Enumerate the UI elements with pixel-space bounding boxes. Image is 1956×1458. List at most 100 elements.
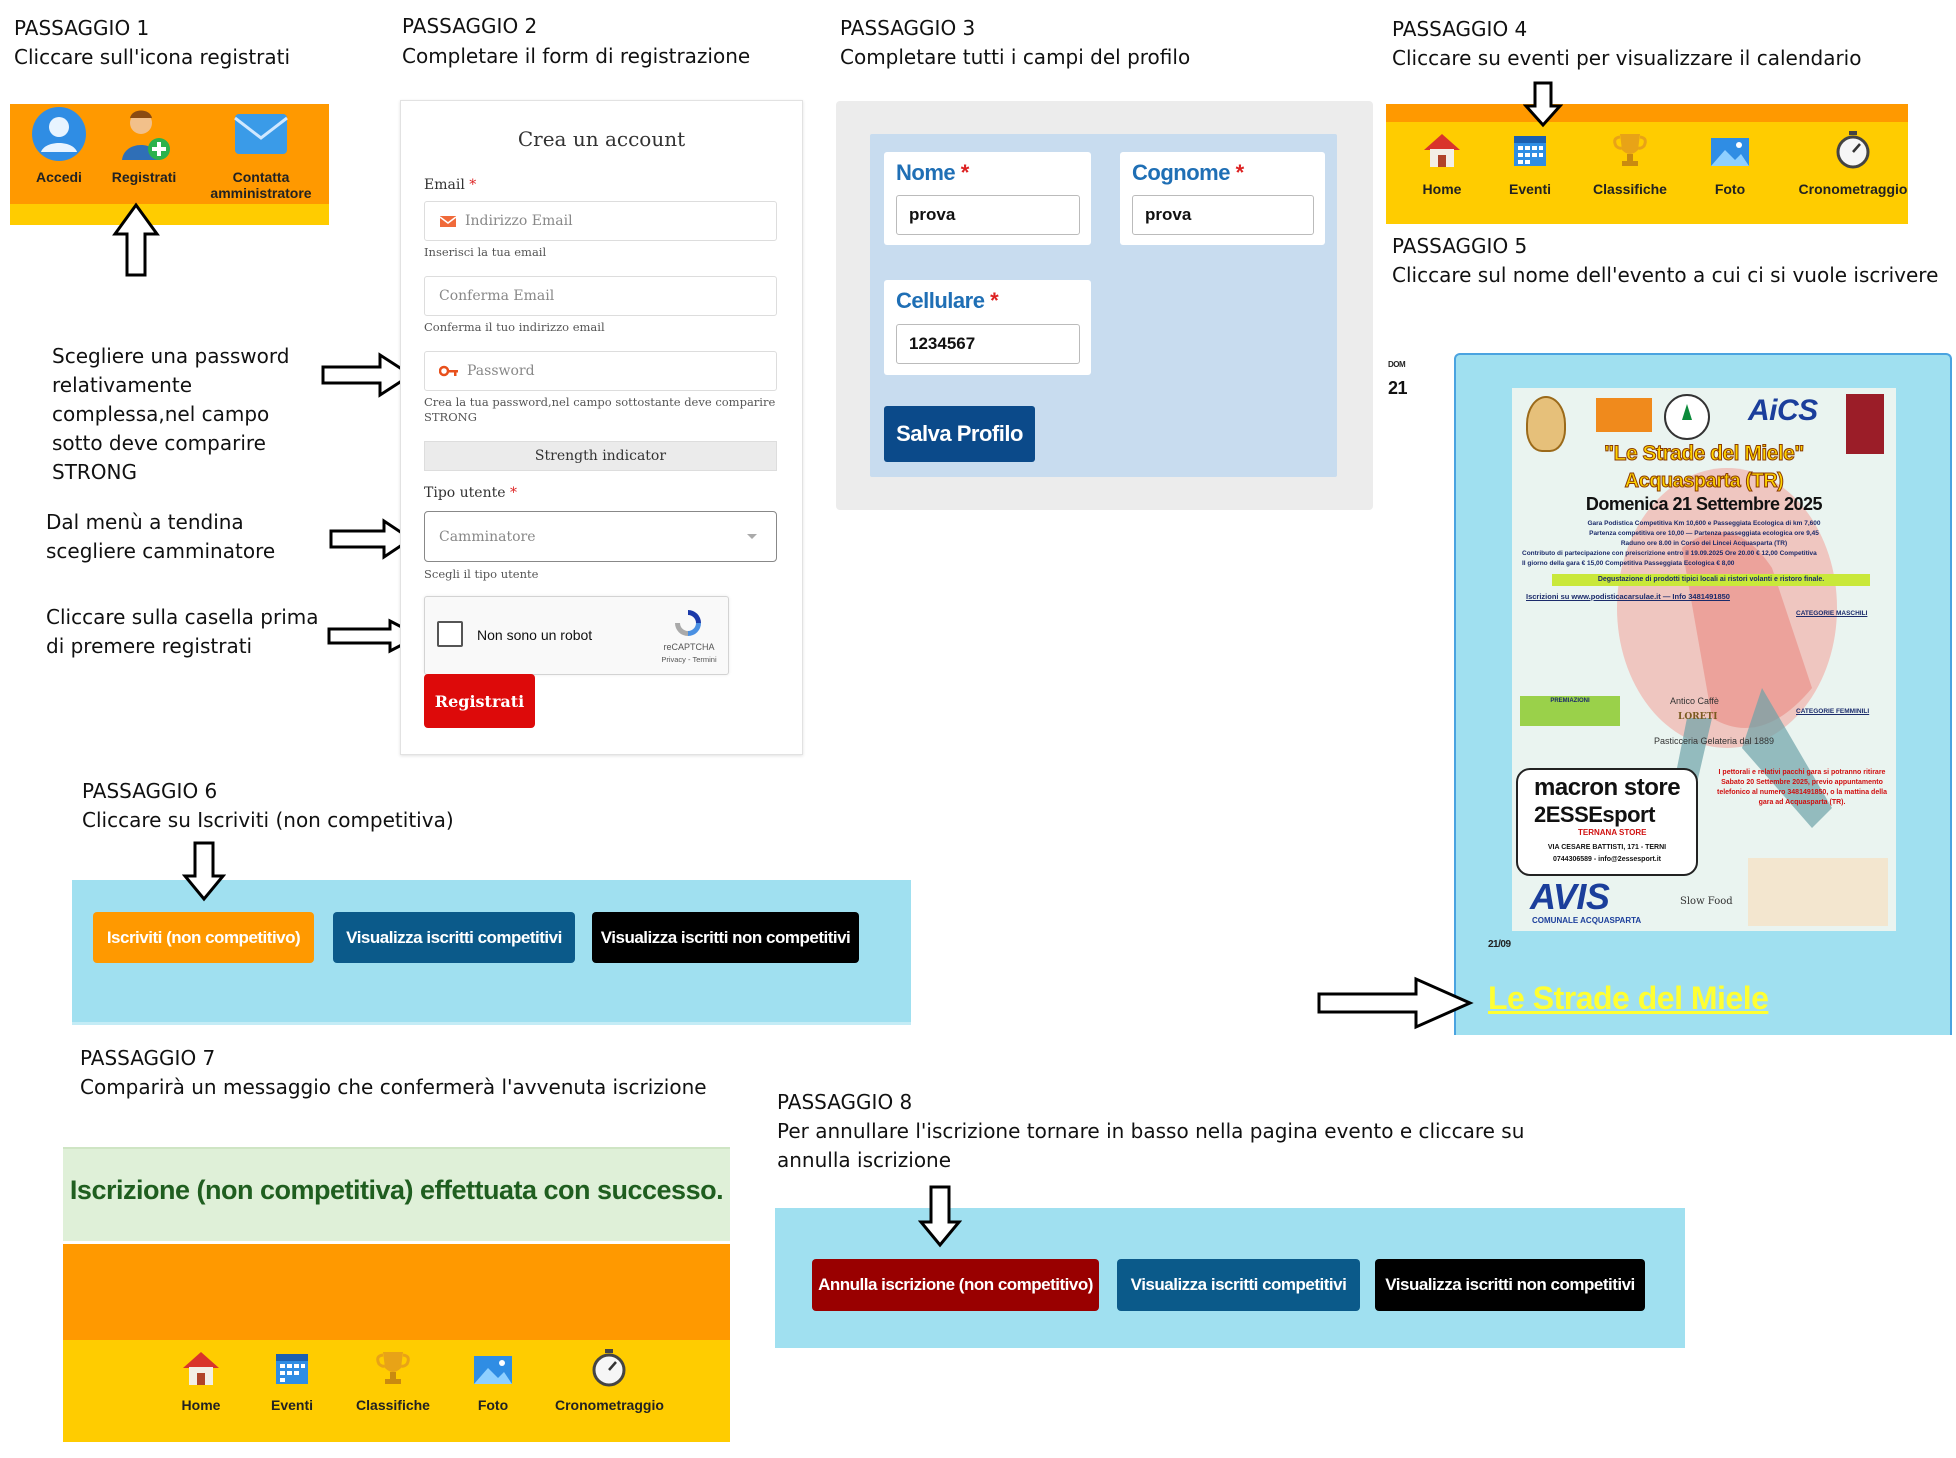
cellulare-card: Cellulare * 1234567 [884, 280, 1091, 375]
menu-eventi[interactable]: Eventi [1498, 130, 1562, 197]
envelope-icon [439, 216, 457, 227]
step4-title: PASSAGGIO 4 [1392, 17, 1528, 41]
poster-pettorali: I pettorali e relativi pacchi gara si po… [1716, 769, 1887, 806]
nome-label: Nome * [896, 160, 969, 185]
footer-menu-eventi[interactable]: Eventi [261, 1348, 323, 1413]
step6-title: PASSAGGIO 6 [82, 779, 218, 803]
step1-title: PASSAGGIO 1 [14, 16, 150, 40]
iscriviti-button[interactable]: Iscriviti (non competitivo) [93, 912, 314, 963]
mail-icon [234, 114, 288, 154]
arrow-right-icon [320, 352, 414, 398]
step2-title: PASSAGGIO 2 [402, 14, 538, 38]
poster-gelateria: Pasticceria Gelateria dal 1889 [1654, 736, 1775, 746]
recaptcha-label: Non sono un robot [477, 627, 593, 643]
calendar-icon [1514, 136, 1546, 166]
footer-menu-cronometraggio[interactable]: Cronometraggio [555, 1348, 664, 1413]
slow-food-logo: Slow Food [1680, 896, 1733, 907]
profile-form: Nome * prova Cognome * prova Cellulare *… [870, 134, 1337, 477]
step4-text: Cliccare su eventi per visualizzare il c… [1392, 46, 1862, 70]
event-poster[interactable]: AiCS "Le Strade del Miele" Acquasparta (… [1512, 388, 1896, 931]
menu-home[interactable]: Home [1412, 130, 1472, 197]
top-navbar-strip [10, 204, 329, 225]
macron-logo: macron store [1534, 774, 1681, 801]
step7-title: PASSAGGIO 7 [80, 1046, 216, 1070]
form-title: Crea un account [517, 127, 686, 151]
sponsor-card-icon [1748, 858, 1888, 926]
poster-phone: 0744306589 - info@2essesport.it [1553, 856, 1661, 863]
step5-text: Cliccare sul nome dell'evento a cui ci s… [1392, 263, 1939, 287]
calendar-day: 21 [1388, 378, 1408, 398]
nome-input[interactable]: prova [896, 195, 1080, 235]
footer-menu-classifiche[interactable]: Classifiche [345, 1348, 441, 1413]
annulla-iscrizione-button[interactable]: Annulla iscrizione (non competitivo) [812, 1259, 1099, 1311]
stopwatch-icon [1836, 131, 1870, 169]
photo-icon [1711, 138, 1749, 166]
visualizza-non-competitivi-button-2[interactable]: Visualizza iscritti non competitivi [1375, 1259, 1645, 1311]
recaptcha-links[interactable]: Privacy - Termini [661, 655, 717, 664]
main-menu-strip [1386, 104, 1908, 122]
poster-date: Domenica 21 Settembre 2025 [1585, 494, 1823, 514]
photo-icon [474, 1356, 512, 1384]
footer-menu-home[interactable]: Home [175, 1348, 227, 1413]
cellulare-input[interactable]: 1234567 [896, 324, 1080, 364]
contatta-label: Contatta amministratore [210, 169, 312, 201]
step3-text: Completare tutti i campi del profilo [840, 45, 1191, 69]
registrati-button[interactable]: Registrati [424, 674, 535, 728]
note-captcha: Cliccare sulla casella prima di premere … [46, 605, 319, 658]
poster-loreti: LORETI [1678, 712, 1718, 722]
success-alert: Iscrizione (non competitiva) effettuata … [63, 1147, 730, 1241]
footer-menu-bar: Home Eventi Classifiche Foto Cronometrag… [63, 1340, 730, 1442]
calendar-icon [276, 1354, 308, 1384]
avis-logo: AVIS [1530, 876, 1610, 917]
email-hint: Inserisci la tua email [424, 245, 547, 259]
arrow-down-icon [918, 1184, 962, 1248]
note-password: Scegliere una password relativamente com… [52, 344, 290, 484]
visualizza-competitivi-button-2[interactable]: Visualizza iscritti competitivi [1117, 1259, 1360, 1311]
poster-title: "Le Strade del Miele" [1604, 442, 1805, 466]
contatta-link[interactable]: Contatta amministratore [182, 106, 340, 201]
confirm-email-hint: Conferma il tuo indirizzo email [424, 320, 605, 334]
aics-logo: AiCS [1748, 394, 1818, 427]
step6-text: Cliccare su Iscriviti (non competitiva) [82, 808, 454, 832]
step2-text: Completare il form di registrazione [402, 44, 751, 68]
menu-foto[interactable]: Foto [1702, 130, 1758, 197]
nome-card: Nome * prova [884, 152, 1091, 245]
visualizza-non-competitivi-button[interactable]: Visualizza iscritti non competitivi [592, 912, 859, 963]
poster-antico: Antico Caffè [1670, 696, 1719, 706]
registrati-link[interactable]: Registrati [102, 106, 186, 185]
cellulare-label: Cellulare * [896, 288, 999, 313]
email-input[interactable]: Indirizzo Email [424, 201, 777, 241]
cognome-input[interactable]: prova [1132, 195, 1314, 235]
sponsor-logo-icon [1596, 398, 1652, 432]
footer-menu-foto[interactable]: Foto [467, 1348, 519, 1413]
strength-indicator: Strength indicator [424, 441, 777, 471]
salva-profilo-button[interactable]: Salva Profilo [884, 406, 1035, 462]
tipo-select[interactable]: Camminatore [424, 511, 777, 562]
poster-premiazioni: PREMIAZIONI [1520, 696, 1620, 726]
poster-iscrizioni: Iscrizioni su www.podisticacarsulae.it —… [1526, 592, 1730, 601]
confirm-email-input[interactable]: Conferma Email [424, 276, 777, 316]
borghi-logo-icon [1846, 394, 1884, 454]
cancel-actions-panel: Annulla iscrizione (non competitivo) Vis… [775, 1208, 1685, 1348]
password-input[interactable]: Password [424, 351, 777, 391]
home-icon [1424, 134, 1460, 167]
recaptcha-checkbox[interactable] [437, 621, 463, 647]
menu-cronometraggio[interactable]: Cronometraggio [1798, 130, 1908, 197]
menu-classifiche[interactable]: Classifiche [1582, 130, 1678, 197]
poster-degustazione: Degustazione di prodotti tipici locali a… [1552, 574, 1870, 586]
event-actions-panel: Iscriviti (non competitivo) Visualizza i… [72, 880, 911, 1025]
event-title-link[interactable]: Le Strade del Miele [1488, 980, 1769, 1016]
accedi-link[interactable]: Accedi [18, 106, 100, 185]
essesport-logo: 2ESSEsport [1534, 802, 1655, 827]
step8-title: PASSAGGIO 8 [777, 1090, 913, 1114]
avis-subtitle: COMUNALE ACQUASPARTA [1532, 916, 1642, 925]
chevron-down-icon [747, 533, 757, 539]
recaptcha-brand: reCAPTCHA [663, 642, 715, 652]
cognome-card: Cognome * prova [1120, 152, 1325, 245]
step8-text-1: Per annullare l'iscrizione tornare in ba… [777, 1119, 1525, 1143]
user-icon [32, 107, 86, 161]
add-user-icon [122, 110, 170, 160]
visualizza-competitivi-button[interactable]: Visualizza iscritti competitivi [333, 912, 575, 963]
event-date: 21/09 [1488, 939, 1511, 950]
tipo-hint: Scegli il tipo utente [424, 567, 539, 581]
